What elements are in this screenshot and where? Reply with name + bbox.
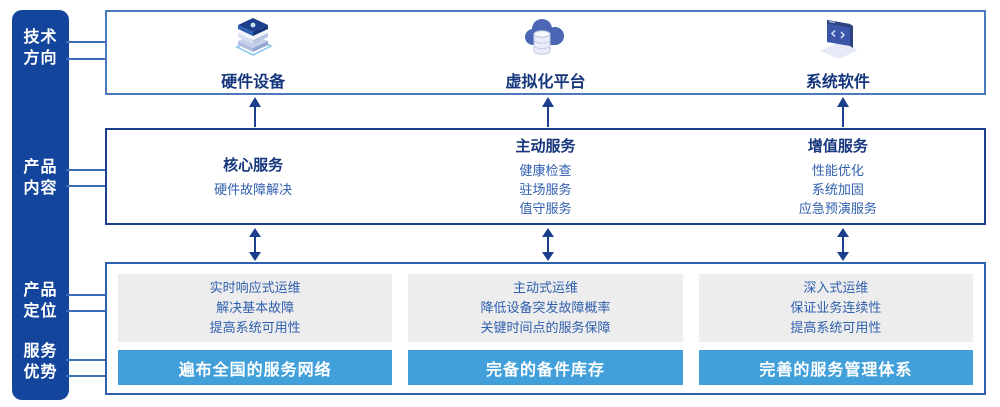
positioning-line: 深入式运维 xyxy=(803,280,869,295)
advantage-banner: 完善的服务管理体系 xyxy=(698,350,973,385)
connector-line xyxy=(66,58,106,60)
tech-direction-box: 硬件设备 虚拟化平台 xyxy=(105,10,986,95)
service-item: 健康检查 xyxy=(519,163,572,178)
up-arrow-icon xyxy=(836,97,850,127)
double-arrow-icon xyxy=(541,228,555,261)
double-arrow-icon xyxy=(248,228,262,261)
service-item: 驻场服务 xyxy=(519,182,572,197)
positioning-line: 降低设备突发故障概率 xyxy=(480,300,611,315)
advantage-banner: 完备的备件库存 xyxy=(408,350,683,385)
sidebar-label-product-content: 产品 内容 xyxy=(12,157,69,199)
tech-item-system-software: 系统软件 xyxy=(692,14,984,92)
positioning-column-indepth: 深入式运维 保证业务连续性 提高系统可用性 完善的服务管理体系 xyxy=(698,274,973,385)
up-arrow-icon xyxy=(248,97,262,127)
connector-line xyxy=(66,185,106,187)
server-stack-icon xyxy=(226,14,280,65)
service-title: 核心服务 xyxy=(223,157,284,174)
sidebar-label-line: 产品 xyxy=(23,159,58,176)
up-arrow-icon xyxy=(541,97,555,127)
service-item: 应急预演服务 xyxy=(798,201,877,216)
service-column-active: 主动服务 健康检查 驻场服务 值守服务 xyxy=(399,130,691,223)
positioning-description: 深入式运维 保证业务连续性 提高系统可用性 xyxy=(698,274,973,342)
positioning-line: 关键时间点的服务保障 xyxy=(480,320,611,335)
tech-item-virtualization: 虚拟化平台 xyxy=(399,14,691,92)
positioning-line: 实时响应式运维 xyxy=(209,280,301,295)
connector-line xyxy=(66,41,106,43)
connector-line xyxy=(66,310,106,312)
positioning-line: 提高系统可用性 xyxy=(209,320,301,335)
sidebar-label-product-positioning: 产品 定位 xyxy=(12,280,69,322)
sidebar-label-line: 内容 xyxy=(23,180,58,197)
positioning-line: 解决基本故障 xyxy=(216,300,295,315)
positioning-description: 主动式运维 降低设备突发故障概率 关键时间点的服务保障 xyxy=(408,274,683,342)
service-title: 主动服务 xyxy=(515,138,576,155)
positioning-column-realtime: 实时响应式运维 解决基本故障 提高系统可用性 遍布全国的服务网络 xyxy=(118,274,393,385)
tech-item-label: 系统软件 xyxy=(805,73,870,91)
tech-item-hardware: 硬件设备 xyxy=(107,14,399,92)
code-window-icon xyxy=(811,14,865,65)
service-item: 硬件故障解决 xyxy=(214,182,293,197)
service-item: 系统加固 xyxy=(811,182,864,197)
connector-line xyxy=(66,294,106,296)
positioning-line: 保证业务连续性 xyxy=(790,300,882,315)
sidebar-label-line: 方向 xyxy=(23,50,58,67)
positioning-description: 实时响应式运维 解决基本故障 提高系统可用性 xyxy=(118,274,393,342)
sidebar-label-line: 产品 xyxy=(23,282,58,299)
sidebar-label-line: 技术 xyxy=(23,29,58,46)
positioning-column-proactive: 主动式运维 降低设备突发故障概率 关键时间点的服务保障 完备的备件库存 xyxy=(408,274,683,385)
double-arrow-icon xyxy=(836,228,850,261)
service-column-value-added: 增值服务 性能优化 系统加固 应急预演服务 xyxy=(692,130,984,223)
sidebar-label-service-advantage: 服务 优势 xyxy=(12,341,69,383)
service-item: 性能优化 xyxy=(811,163,864,178)
advantage-banner: 遍布全国的服务网络 xyxy=(118,350,393,385)
connector-line xyxy=(66,375,106,377)
tech-item-label: 虚拟化平台 xyxy=(505,73,586,91)
category-sidebar: 技术 方向 产品 内容 产品 定位 服务 优势 xyxy=(12,10,69,400)
tech-item-label: 硬件设备 xyxy=(221,73,286,91)
sidebar-label-line: 服务 xyxy=(23,343,58,360)
service-title: 增值服务 xyxy=(807,138,868,155)
positioning-line: 提高系统可用性 xyxy=(790,320,882,335)
service-item: 值守服务 xyxy=(519,201,572,216)
service-column-core: 核心服务 硬件故障解决 xyxy=(107,130,399,223)
positioning-line: 主动式运维 xyxy=(512,280,578,295)
sidebar-label-line: 定位 xyxy=(23,303,58,320)
product-content-box: 核心服务 硬件故障解决 主动服务 健康检查 驻场服务 值守服务 增值服务 性能优… xyxy=(105,128,986,225)
sidebar-label-tech-direction: 技术 方向 xyxy=(12,27,69,69)
connector-line xyxy=(66,169,106,171)
sidebar-label-line: 优势 xyxy=(23,364,58,381)
cloud-database-icon xyxy=(518,14,572,65)
connector-line xyxy=(66,359,106,361)
positioning-box: 实时响应式运维 解决基本故障 提高系统可用性 遍布全国的服务网络 主动式运维 降… xyxy=(105,262,986,395)
